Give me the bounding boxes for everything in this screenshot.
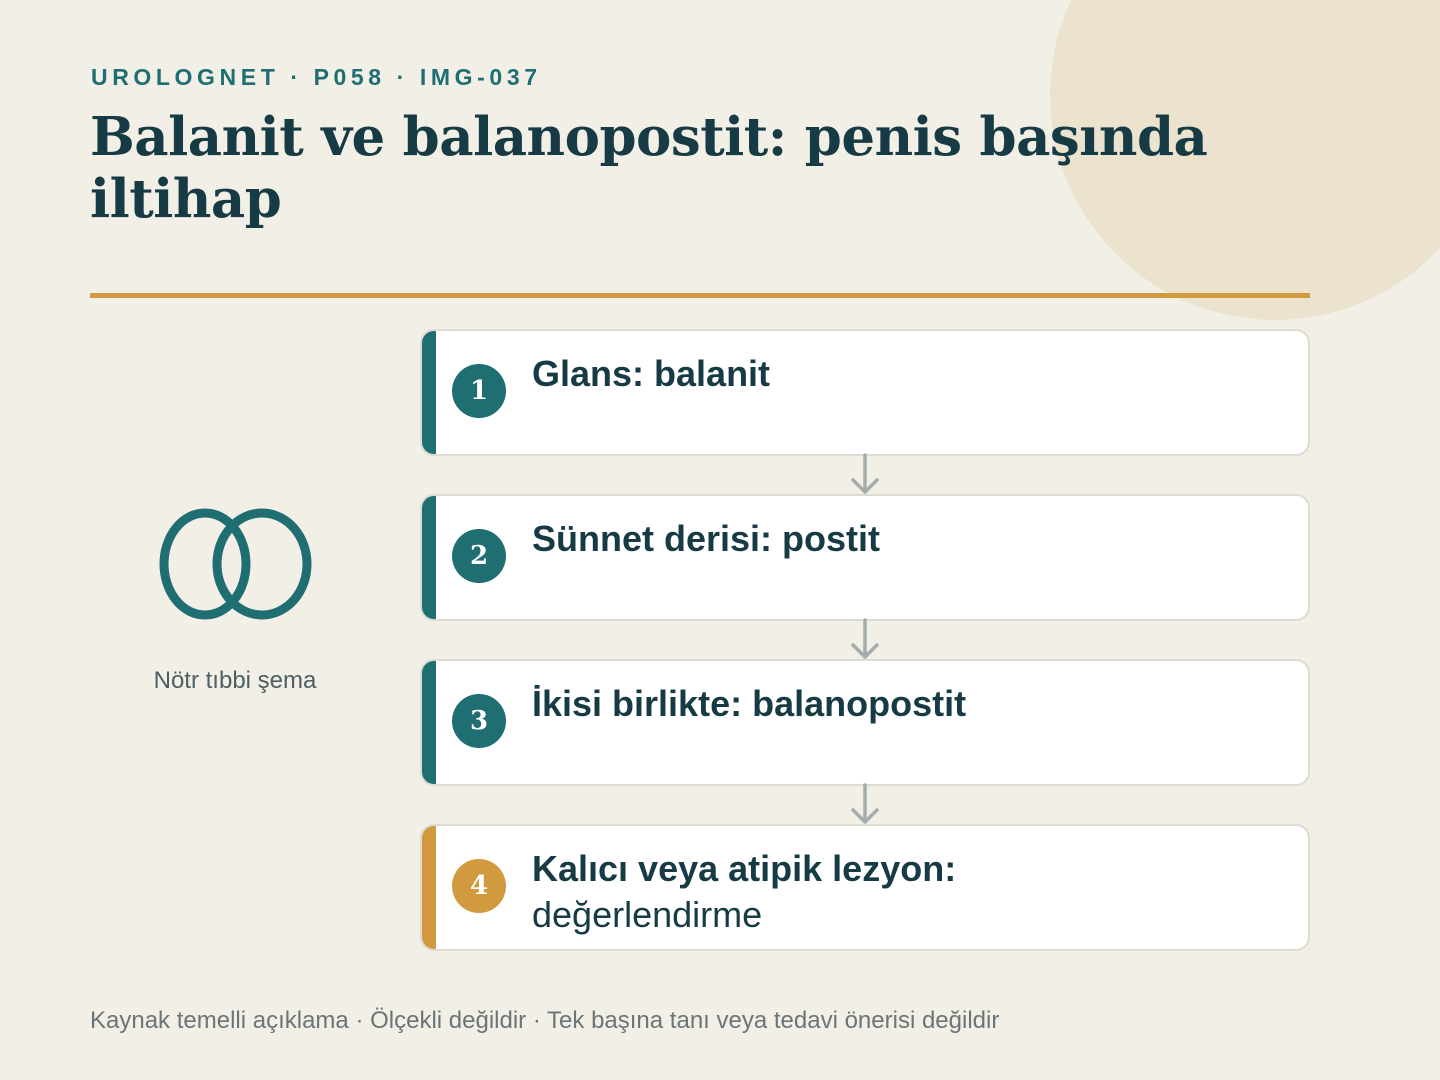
- step-card-1: 1 Glans: balanit: [420, 329, 1310, 456]
- down-arrow-icon: [851, 453, 879, 494]
- overlapping-rings-icon: [159, 508, 312, 620]
- step-text: Kalıcı veya atipik lezyon: değerlendirme: [532, 846, 1252, 938]
- eyebrow-label: UROLOGNET · P058 · IMG-037: [91, 64, 542, 90]
- page-title: Balanit ve balanopostit: penis başında i…: [90, 106, 1208, 230]
- footer-disclaimer: Kaynak temelli açıklama · Ölçekli değild…: [90, 1007, 1000, 1034]
- step-title: Sünnet derisi: postit: [532, 518, 881, 559]
- step-text: Sünnet derisi: postit: [532, 516, 1252, 562]
- step-accent-bar: [422, 331, 436, 454]
- step-number-badge: 1: [452, 364, 506, 418]
- step-title: İkisi birlikte: balanopostit: [532, 683, 967, 724]
- step-card-4: 4 Kalıcı veya atipik lezyon: değerlendir…: [420, 824, 1310, 951]
- step-text: Glans: balanit: [532, 351, 1252, 397]
- step-number-badge: 4: [452, 859, 506, 913]
- step-accent-bar: [422, 496, 436, 619]
- title-divider: [90, 293, 1310, 298]
- down-arrow-icon: [851, 618, 879, 659]
- step-card-3: 3 İkisi birlikte: balanopostit: [420, 659, 1310, 786]
- down-arrow-icon: [851, 783, 879, 824]
- step-title: Kalıcı veya atipik lezyon:: [532, 848, 957, 889]
- step-text: İkisi birlikte: balanopostit: [532, 681, 1252, 727]
- step-card-2: 2 Sünnet derisi: postit: [420, 494, 1310, 621]
- step-accent-bar: [422, 826, 436, 949]
- step-accent-bar: [422, 661, 436, 784]
- schema-caption: Nötr tıbbi şema: [153, 667, 317, 694]
- step-subtitle: değerlendirme: [532, 894, 763, 935]
- step-number-badge: 3: [452, 694, 506, 748]
- step-title: Glans: balanit: [532, 353, 771, 394]
- step-number-badge: 2: [452, 529, 506, 583]
